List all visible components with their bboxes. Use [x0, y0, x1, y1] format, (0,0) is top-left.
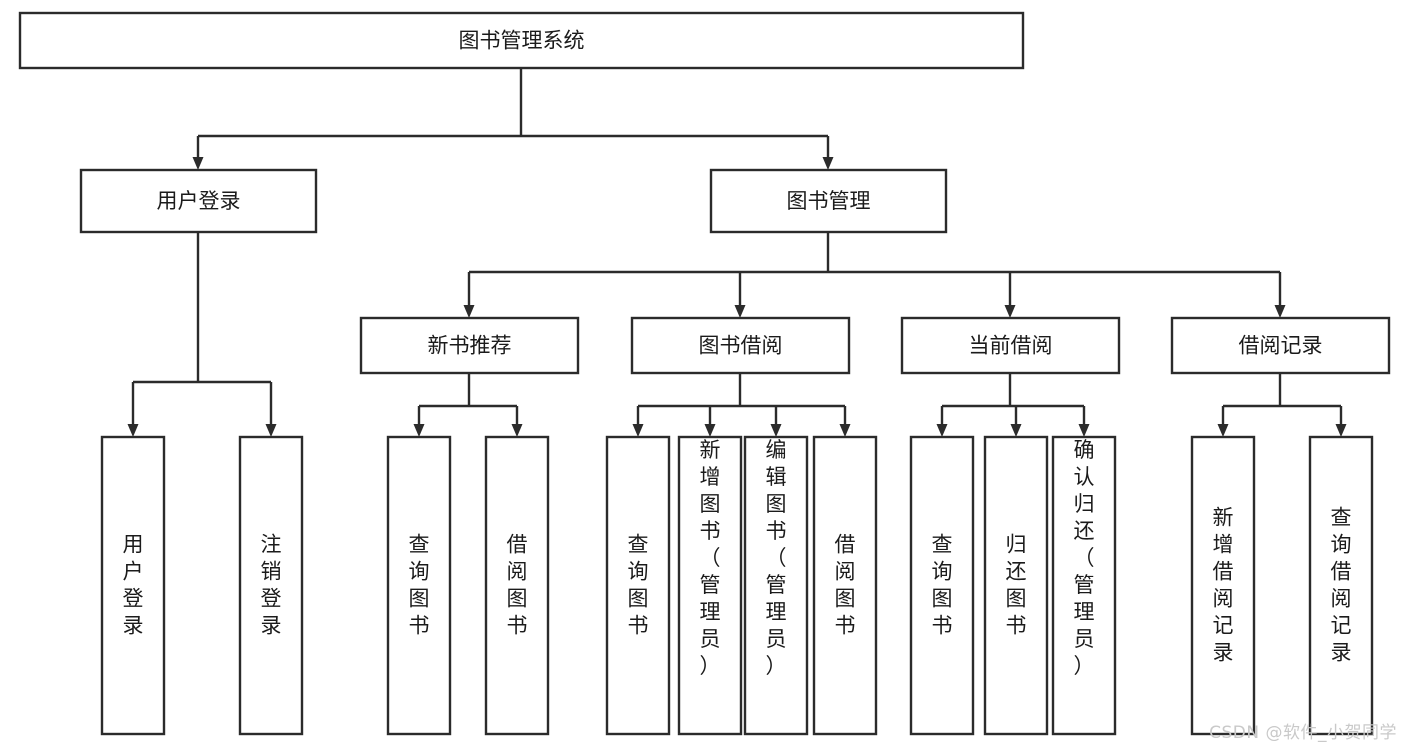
recommend-drop-0-arrowhead	[413, 424, 425, 437]
node-leaf-user-login[interactable]: 用户登录	[100, 435, 166, 736]
node-book-borrow[interactable]: 图书借阅	[630, 316, 851, 375]
current-drop-2-arrowhead	[1078, 424, 1090, 437]
node-current-borrow-label: 当前借阅	[969, 334, 1053, 358]
node-leaf-query-book-2-box	[605, 435, 671, 736]
node-borrow-record-label: 借阅记录	[1239, 334, 1323, 358]
node-leaf-add-record-label: 新增借阅记录	[1213, 506, 1234, 665]
node-leaf-borrow-book-1[interactable]: 借阅图书	[484, 435, 550, 736]
node-book-management-label: 图书管理	[787, 189, 871, 213]
book-mgmt-drop-2-arrowhead	[1004, 305, 1016, 318]
record-drop-1-arrowhead	[1335, 424, 1347, 437]
node-root-system-box	[18, 11, 1025, 70]
node-leaf-add-record[interactable]: 新增借阅记录	[1190, 435, 1256, 736]
node-leaf-add-book-label: 新增图书（管理员）	[700, 438, 721, 678]
node-leaf-query-book-2-label: 查询图书	[628, 533, 649, 638]
node-user-login-box	[79, 168, 318, 234]
node-leaf-user-login-label: 用户登录	[123, 533, 144, 638]
node-new-book-recommend-label: 新书推荐	[428, 334, 512, 358]
node-leaf-borrow-book-2-label: 借阅图书	[835, 533, 856, 638]
node-root-system-label: 图书管理系统	[459, 29, 585, 53]
book-borrow-drop-3-arrowhead	[839, 424, 851, 437]
node-current-borrow[interactable]: 当前借阅	[900, 316, 1121, 375]
node-book-borrow-label: 图书借阅	[699, 334, 783, 358]
node-book-management-box	[709, 168, 948, 234]
node-leaf-add-book-box	[677, 435, 743, 736]
record-drop-0-arrowhead	[1217, 424, 1229, 437]
node-new-book-recommend-box	[359, 316, 580, 375]
user-login-drop-1-arrowhead	[265, 424, 277, 437]
node-leaf-query-book-1-box	[386, 435, 452, 736]
connectors-layer	[127, 68, 1347, 437]
node-leaf-confirm-return-box	[1051, 435, 1117, 736]
node-leaf-return-book-label: 归还图书	[1006, 533, 1027, 638]
node-leaf-query-book-3-label: 查询图书	[932, 533, 953, 638]
node-borrow-record-box	[1170, 316, 1391, 375]
node-current-borrow-box	[900, 316, 1121, 375]
node-leaf-query-book-3[interactable]: 查询图书	[909, 435, 975, 736]
node-leaf-query-record-box	[1308, 435, 1374, 736]
node-leaf-edit-book-box	[743, 435, 809, 736]
node-leaf-logout-label: 注销登录	[261, 533, 282, 638]
node-leaf-query-book-3-box	[909, 435, 975, 736]
book-borrow-drop-1-arrowhead	[704, 424, 716, 437]
node-leaf-logout-box	[238, 435, 304, 736]
book-mgmt-drop-1-arrowhead	[734, 305, 746, 318]
node-leaf-borrow-book-1-box	[484, 435, 550, 736]
node-leaf-query-book-1[interactable]: 查询图书	[386, 435, 452, 736]
book-mgmt-drop-0-arrowhead	[463, 305, 475, 318]
root-drop-0-arrowhead	[192, 157, 204, 170]
node-book-borrow-box	[630, 316, 851, 375]
node-new-book-recommend[interactable]: 新书推荐	[359, 316, 580, 375]
book-borrow-drop-0-arrowhead	[632, 424, 644, 437]
node-leaf-user-login-box	[100, 435, 166, 736]
current-drop-0-arrowhead	[936, 424, 948, 437]
node-leaf-logout[interactable]: 注销登录	[238, 435, 304, 736]
node-leaf-query-record[interactable]: 查询借阅记录	[1308, 435, 1374, 736]
node-leaf-query-book-2[interactable]: 查询图书	[605, 435, 671, 736]
current-drop-1-arrowhead	[1010, 424, 1022, 437]
node-leaf-confirm-return-label: 确认归还（管理员）	[1074, 438, 1095, 678]
node-leaf-edit-book[interactable]: 编辑图书（管理员）	[743, 435, 809, 736]
node-leaf-add-book[interactable]: 新增图书（管理员）	[677, 435, 743, 736]
node-leaf-query-book-1-label: 查询图书	[409, 533, 430, 638]
node-book-management[interactable]: 图书管理	[709, 168, 948, 234]
user-login-drop-0-arrowhead	[127, 424, 139, 437]
node-leaf-borrow-book-2[interactable]: 借阅图书	[812, 435, 878, 736]
book-borrow-drop-2-arrowhead	[770, 424, 782, 437]
nodes-layer: 图书管理系统用户登录图书管理新书推荐图书借阅当前借阅借阅记录用户登录注销登录查询…	[18, 11, 1391, 736]
node-leaf-edit-book-label: 编辑图书（管理员）	[766, 438, 787, 678]
recommend-drop-1-arrowhead	[511, 424, 523, 437]
book-mgmt-drop-3-arrowhead	[1274, 305, 1286, 318]
node-leaf-borrow-book-1-label: 借阅图书	[507, 533, 528, 638]
node-leaf-return-book-box	[983, 435, 1049, 736]
node-leaf-borrow-book-2-box	[812, 435, 878, 736]
node-leaf-return-book[interactable]: 归还图书	[983, 435, 1049, 736]
node-leaf-query-record-label: 查询借阅记录	[1331, 506, 1352, 665]
node-leaf-add-record-box	[1190, 435, 1256, 736]
node-user-login[interactable]: 用户登录	[79, 168, 318, 234]
root-drop-1-arrowhead	[822, 157, 834, 170]
node-user-login-label: 用户登录	[157, 189, 241, 213]
node-borrow-record[interactable]: 借阅记录	[1170, 316, 1391, 375]
node-leaf-confirm-return[interactable]: 确认归还（管理员）	[1051, 435, 1117, 736]
node-root-system[interactable]: 图书管理系统	[18, 11, 1025, 70]
